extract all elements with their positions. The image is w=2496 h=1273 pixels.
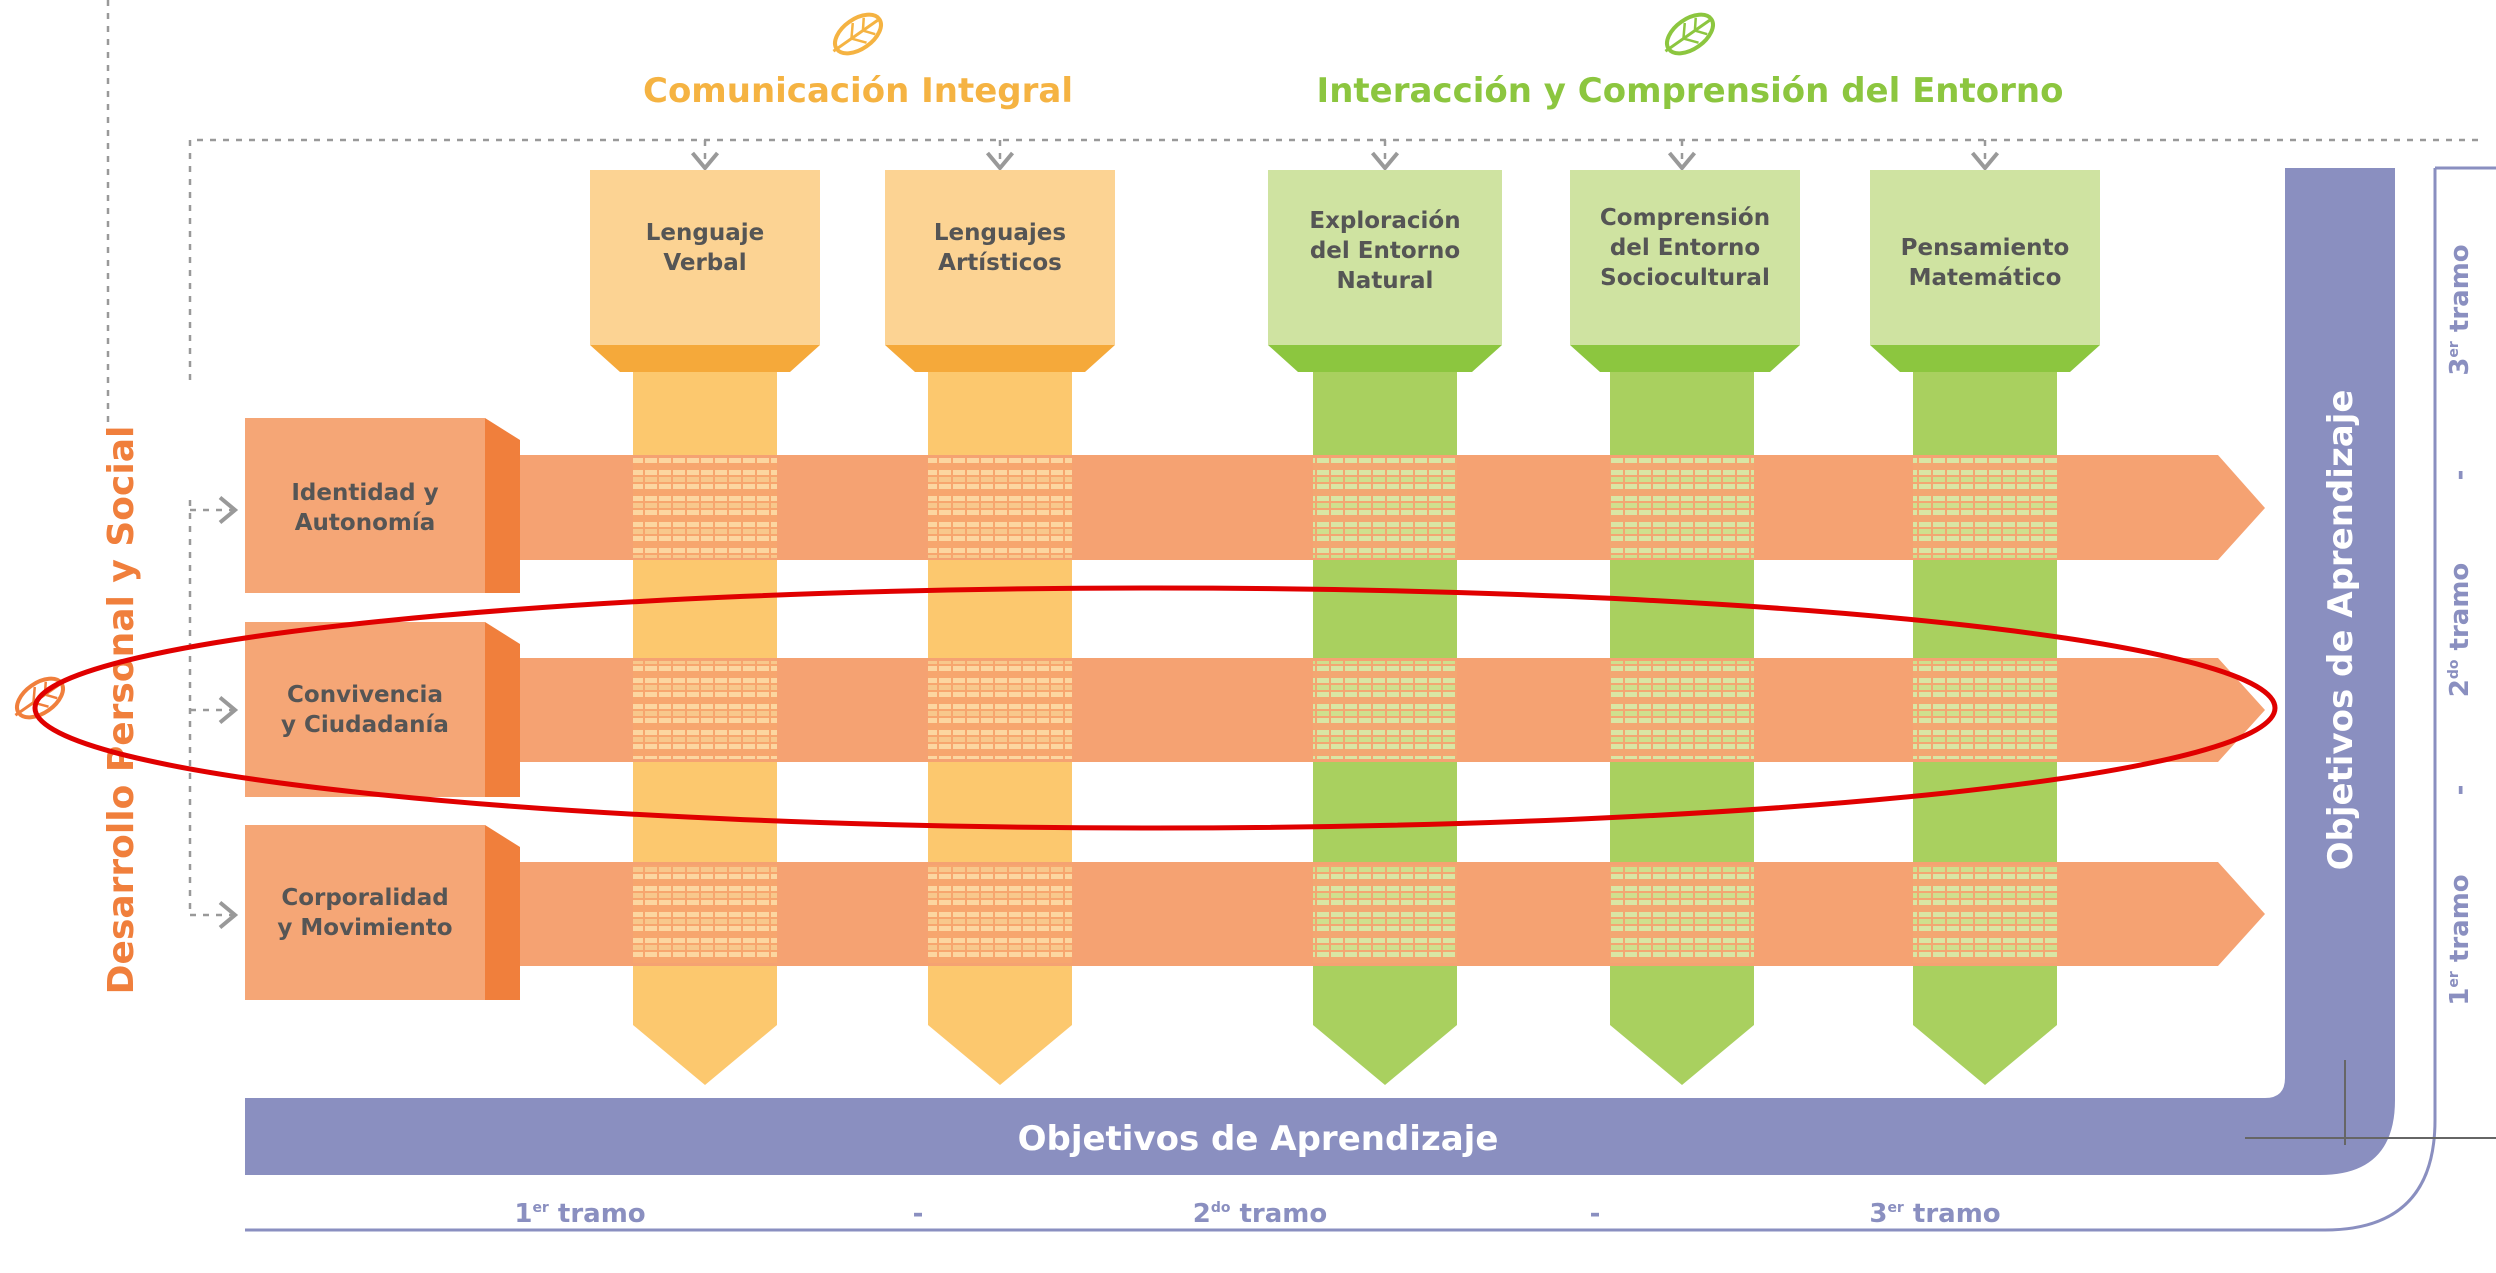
column-label-line: Matemático	[1909, 265, 2062, 291]
column-label-line: Lenguaje	[646, 220, 764, 246]
comunicacion-integral-title: Comunicación Integral	[643, 71, 1073, 111]
tramo-label: 1er tramo	[2445, 874, 2475, 1005]
tramo-word: tramo	[2445, 874, 2475, 971]
highlight-ellipse	[32, 585, 2278, 831]
text-layer: Comunicación Integral Interacción y Compr…	[14, 12, 2475, 1229]
column-label-line: Pensamiento	[1901, 235, 2070, 261]
tramo-ordinal: er	[2446, 341, 2462, 357]
comunicacion-leaf-icon	[832, 12, 883, 56]
column-label-line: Verbal	[663, 250, 746, 276]
tramo-separator: -	[2445, 470, 2475, 481]
objetivos-bottom-title: Objetivos de Aprendizaje	[1018, 1119, 1499, 1159]
tramo-ordinal: do	[1211, 1200, 1231, 1216]
tramo-word: tramo	[2445, 244, 2475, 341]
column-label-line: Lenguajes	[934, 220, 1066, 246]
tramo-word: tramo	[549, 1199, 646, 1229]
weave-intersections	[633, 458, 2057, 963]
row-label-line: y Ciudadanía	[281, 712, 449, 738]
row-label-line: y Movimiento	[277, 915, 452, 941]
tramo-label: 1er tramo	[514, 1199, 645, 1229]
column-label-line: Comprensión	[1600, 205, 1770, 231]
column-label-line: del Entorno	[1610, 235, 1760, 261]
tramo-number: 2	[2445, 679, 2475, 697]
tramo-ordinal: er	[1887, 1200, 1903, 1216]
tramo-ordinal: er	[2446, 971, 2462, 987]
tramo-separator: -	[2445, 785, 2475, 796]
dashed-connectors	[106, 0, 2480, 930]
column-label-line: Artísticos	[938, 250, 1062, 276]
tramo-ordinal: er	[532, 1200, 548, 1216]
tramo-separator: -	[1590, 1199, 1601, 1229]
interaccion-entorno-title: Interacción y Comprensión del Entorno	[1317, 71, 2064, 111]
column-label-line: del Entorno	[1310, 238, 1460, 264]
tramo-number: 3	[1869, 1199, 1887, 1229]
row-label-line: Identidad y	[291, 480, 438, 506]
desarrollo-personal-social-title: Desarrollo Personal y Social	[101, 426, 142, 995]
tramo-word: tramo	[1904, 1199, 2001, 1229]
tramo-number: 1	[2445, 988, 2475, 1006]
column-label-line: Sociocultural	[1600, 265, 1770, 291]
tramo-separator: -	[913, 1199, 924, 1229]
tramo-number: 2	[1193, 1199, 1211, 1229]
tramo-word: tramo	[2445, 563, 2475, 660]
row-label-line: Convivencia	[287, 682, 443, 708]
interaccion-leaf-icon	[1664, 12, 1715, 56]
row-label-line: Autonomía	[295, 510, 436, 536]
tramo-number: 1	[514, 1199, 532, 1229]
row-label-line: Corporalidad	[281, 885, 448, 911]
tramo-word: tramo	[1230, 1199, 1327, 1229]
tramo-ordinal: do	[2446, 659, 2462, 679]
tramo-number: 3	[2445, 358, 2475, 376]
column-label-line: Natural	[1337, 268, 1434, 294]
column-label-line: Exploración	[1309, 208, 1460, 234]
tramo-label: 3er tramo	[2445, 244, 2475, 375]
tramo-label: 3er tramo	[1869, 1199, 2000, 1229]
tramo-label: 2do tramo	[1193, 1199, 1328, 1229]
tramo-label: 2do tramo	[2445, 563, 2475, 698]
corner-marks	[2245, 1060, 2496, 1145]
objetivos-frame	[245, 166, 2496, 1232]
objetivos-right-title: Objetivos de Aprendizaje	[2321, 390, 2361, 871]
